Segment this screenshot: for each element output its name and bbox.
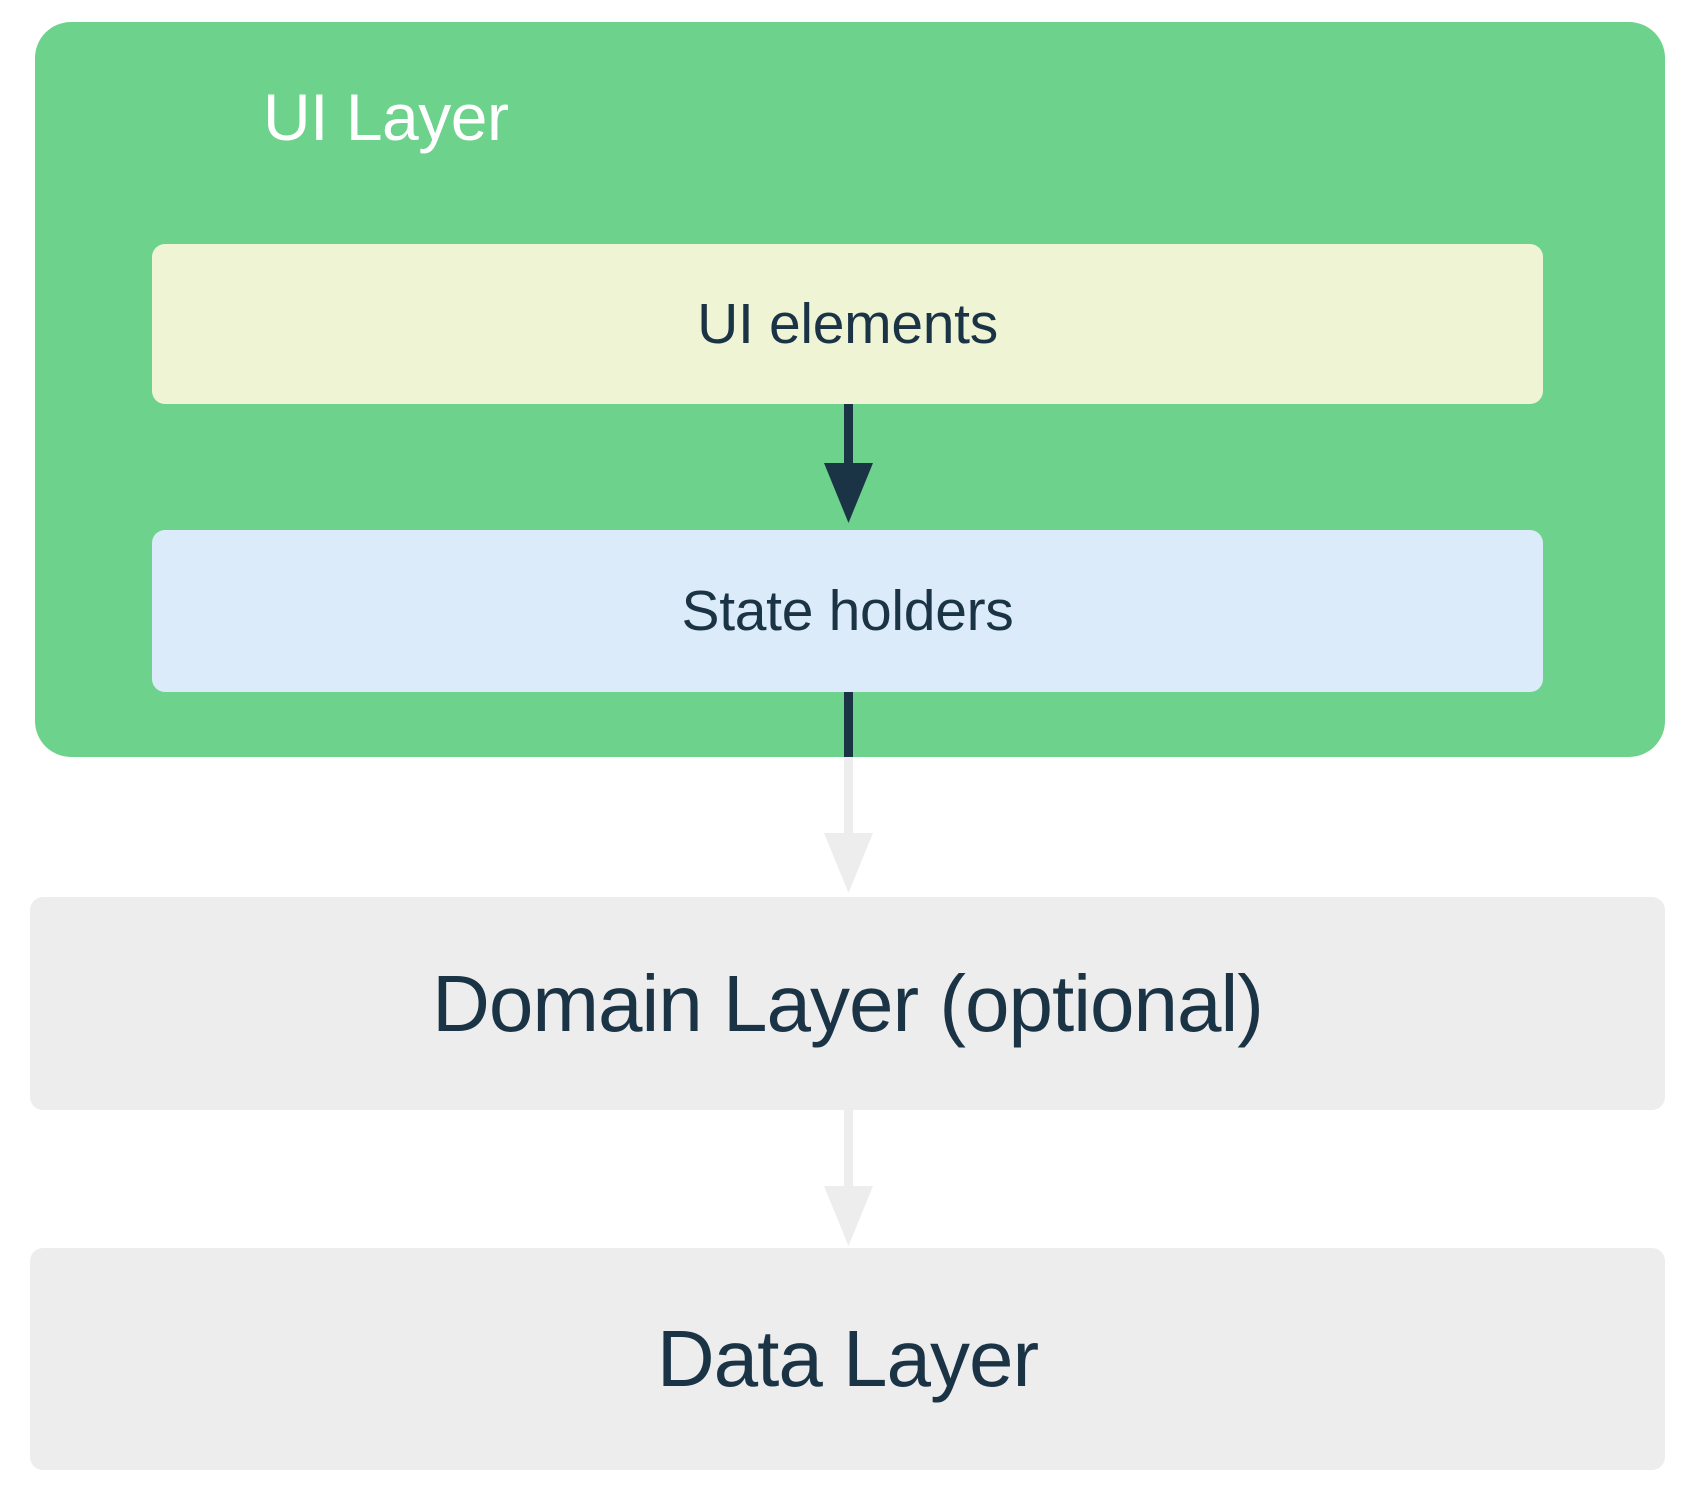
domain-layer-label: Domain Layer (optional) [432,958,1264,1048]
domain-layer-bar: Domain Layer (optional) [30,897,1665,1110]
ui-elements-label: UI elements [697,291,998,356]
data-layer-label: Data Layer [656,1314,1039,1403]
ui-elements-card: UI elements [152,244,1543,404]
state-holders-label: State holders [681,578,1014,643]
data-layer-bar: Data Layer [30,1248,1665,1470]
state-holders-card: State holders [152,530,1543,692]
ui-layer-title: UI Layer [263,80,509,154]
